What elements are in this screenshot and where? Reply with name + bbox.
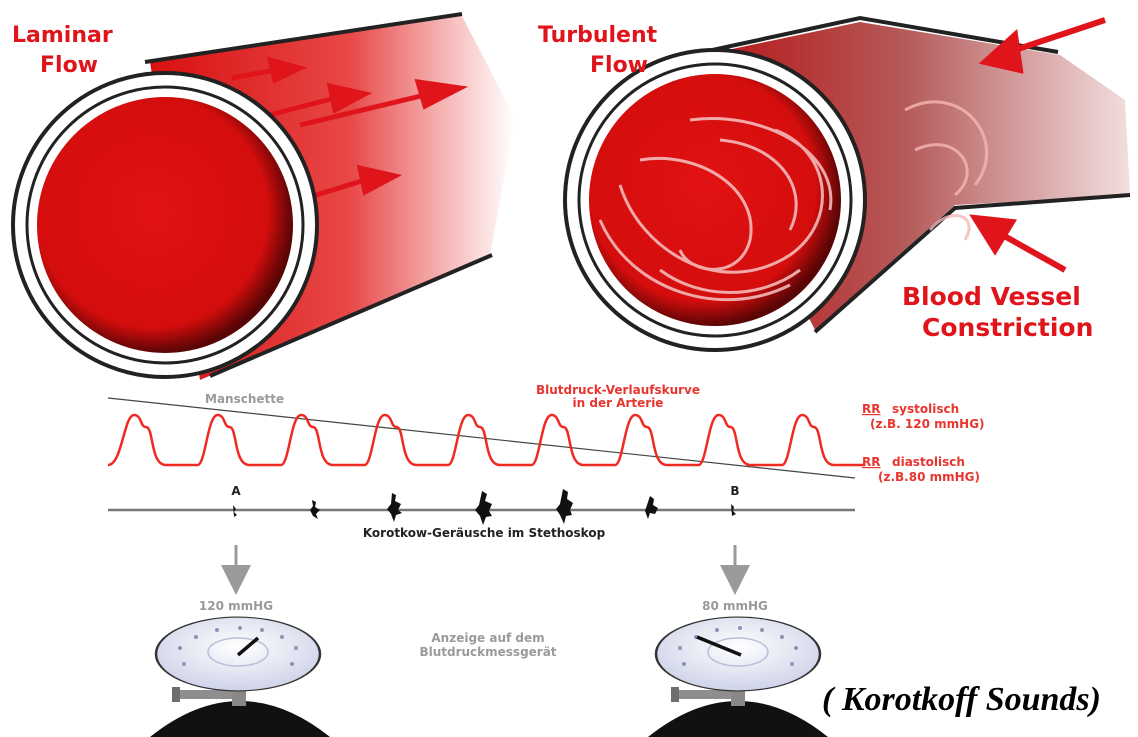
sound-mark-4 <box>556 489 573 524</box>
sound-mark-2 <box>387 493 402 522</box>
systolic-abbr: RR <box>862 402 880 416</box>
constriction-label-line1: Blood Vessel <box>902 282 1081 311</box>
left-gauge-value: 120 mmHG <box>199 599 273 613</box>
right-gauge-value: 80 mmHG <box>702 599 768 613</box>
sound-mark-3 <box>475 491 492 525</box>
korotkoff-sounds-track: A B Korotkow-Geräusche im Stethoskop <box>108 484 855 540</box>
laminar-title-line2: Flow <box>40 53 98 78</box>
marker-a-label: A <box>231 484 241 498</box>
gauge-arrows <box>236 545 735 580</box>
sounds-label: Korotkow-Geräusche im Stethoskop <box>363 526 606 540</box>
turbulent-title-line2: Flow <box>590 53 648 78</box>
marker-b-label: B <box>730 484 739 498</box>
pressure-graph: Manschette Blutdruck-Verlaufskurve in de… <box>108 383 985 484</box>
gauge-caption-line2: Blutdruckmessgerät <box>419 645 556 659</box>
diastolic-abbr: RR <box>862 455 880 469</box>
systolic-word: systolisch <box>892 402 959 416</box>
blood-pressure-curve <box>108 415 866 465</box>
diastolic-word: diastolisch <box>892 455 965 469</box>
constriction-label-line2: Constriction <box>922 313 1093 342</box>
right-gauge <box>648 617 828 737</box>
curve-label-line2: in der Arterie <box>573 396 664 410</box>
left-gauge <box>150 617 330 737</box>
caption: ( Korotkoff Sounds) <box>822 681 1101 718</box>
cuff-pressure-line <box>108 398 855 478</box>
cuff-label: Manschette <box>205 392 284 406</box>
systolic-example: (z.B. 120 mmHG) <box>870 417 985 431</box>
diastolic-example: (z.B.80 mmHG) <box>878 470 980 484</box>
laminar-lumen <box>37 97 293 353</box>
sound-mark-1 <box>310 500 320 519</box>
gauge-caption-line1: Anzeige auf dem <box>431 631 544 645</box>
sound-mark-5 <box>645 496 658 519</box>
curve-label-line1: Blutdruck-Verlaufskurve <box>536 383 700 397</box>
laminar-title-line1: Laminar <box>12 23 113 48</box>
turbulent-title-line1: Turbulent <box>538 23 658 48</box>
